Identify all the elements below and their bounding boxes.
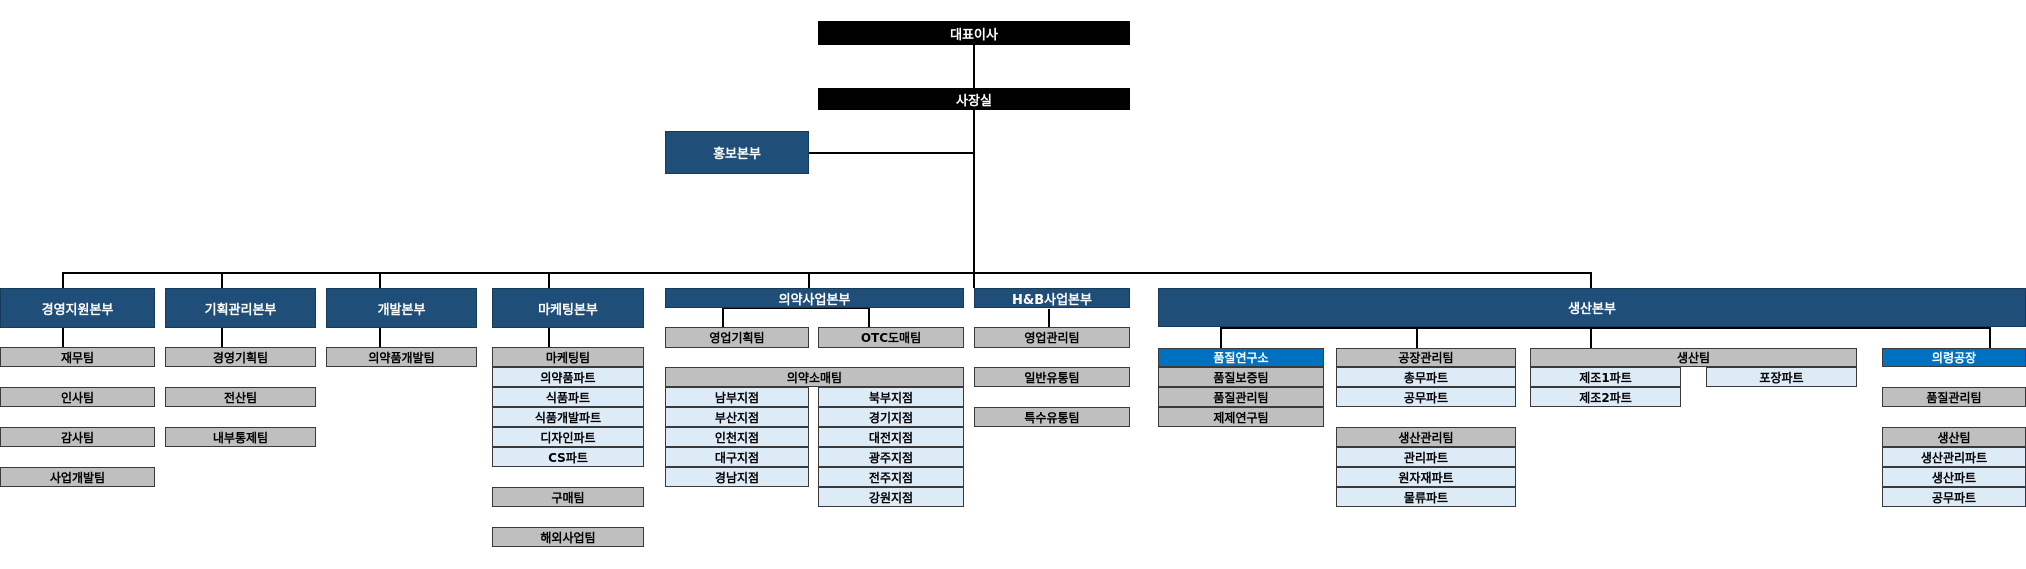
team-box: 내부통제팀 <box>165 427 316 447</box>
part-box: 공무파트 <box>1336 387 1516 407</box>
connector-line <box>973 45 975 88</box>
team-box: 감사팀 <box>0 427 155 447</box>
connector-line <box>722 307 870 309</box>
team-box: 생산팀 <box>1530 348 1857 367</box>
team-box: 재무팀 <box>0 347 155 367</box>
team-box: 해외사업팀 <box>492 527 644 547</box>
connector-line <box>973 272 975 288</box>
team-box: 의약품개발팀 <box>326 347 477 367</box>
quality-institute-box: 품질연구소 <box>1158 348 1324 367</box>
part-box: 총무파트 <box>1336 367 1516 387</box>
part-box: 제조1파트 <box>1530 367 1681 387</box>
branch-box: 부산지점 <box>665 407 809 427</box>
presidents-office-box: 사장실 <box>818 88 1130 110</box>
part-box: 생산관리파트 <box>1882 447 2026 467</box>
connector-line <box>379 272 381 288</box>
pr-hq-box: 홍보본부 <box>665 131 809 174</box>
branch-box: 강원지점 <box>818 487 964 507</box>
team-box: 제제연구팀 <box>1158 407 1324 427</box>
part-box: 원자재파트 <box>1336 467 1516 487</box>
part-box: 생산파트 <box>1882 467 2026 487</box>
ceo-box: 대표이사 <box>818 21 1130 45</box>
team-box: 구매팀 <box>492 487 644 507</box>
connector-line <box>808 152 974 154</box>
connector-line <box>1416 327 1418 348</box>
team-box: 생산팀 <box>1882 427 2026 447</box>
part-box: 식품파트 <box>492 387 644 407</box>
plant-box: 의령공장 <box>1882 348 2026 367</box>
hq-planning-management: 기획관리본부 <box>165 288 316 328</box>
hq-marketing: 마케팅본부 <box>492 288 644 328</box>
team-box: 품질관리팀 <box>1158 387 1324 407</box>
connector-line <box>1048 309 1050 328</box>
part-box: 제조2파트 <box>1530 387 1681 407</box>
connector-line <box>1989 327 1991 348</box>
connector-line <box>868 307 870 328</box>
team-box: 생산관리팀 <box>1336 427 1516 447</box>
team-box: OTC도매팀 <box>818 327 964 348</box>
part-box: 관리파트 <box>1336 447 1516 467</box>
team-box: 영업관리팀 <box>974 327 1130 348</box>
team-box: 마케팅팀 <box>492 347 644 367</box>
team-box: 사업개발팀 <box>0 467 155 487</box>
branch-box: 대전지점 <box>818 427 964 447</box>
team-box: 전산팀 <box>165 387 316 407</box>
branch-box: 남부지점 <box>665 387 809 407</box>
hq-hb-business: H&B사업본부 <box>974 288 1130 308</box>
connector-line <box>62 272 1592 274</box>
team-box: 경영기획팀 <box>165 347 316 367</box>
connector-line <box>1590 327 1592 348</box>
connector-line <box>221 327 223 347</box>
connector-line <box>548 327 550 347</box>
part-box: 포장파트 <box>1706 367 1857 387</box>
branch-box: 광주지점 <box>818 447 964 467</box>
connector-line <box>548 272 550 288</box>
hq-pharma-business: 의약사업본부 <box>665 288 964 308</box>
connector-line <box>379 327 381 347</box>
team-box: 품질보증팀 <box>1158 367 1324 387</box>
team-box: 품질관리팀 <box>1882 387 2026 407</box>
connector-line <box>221 272 223 288</box>
hq-production: 생산본부 <box>1158 288 2026 327</box>
connector-line <box>973 109 975 273</box>
part-box: 의약품파트 <box>492 367 644 387</box>
connector-line <box>1220 327 1222 348</box>
team-box: 인사팀 <box>0 387 155 407</box>
branch-box: 경기지점 <box>818 407 964 427</box>
team-box: 공장관리팀 <box>1336 348 1516 367</box>
connector-line <box>1590 272 1592 288</box>
branch-box: 인천지점 <box>665 427 809 447</box>
connector-line <box>1220 327 1991 329</box>
part-box: 공무파트 <box>1882 487 2026 507</box>
part-box: 디자인파트 <box>492 427 644 447</box>
connector-line <box>62 327 64 347</box>
branch-box: 전주지점 <box>818 467 964 487</box>
team-box: 의약소매팀 <box>665 367 964 387</box>
connector-line <box>62 272 64 288</box>
part-box: CS파트 <box>492 447 644 467</box>
hq-management-support: 경영지원본부 <box>0 288 155 328</box>
connector-line <box>722 307 724 328</box>
branch-box: 대구지점 <box>665 447 809 467</box>
part-box: 물류파트 <box>1336 487 1516 507</box>
part-box: 식품개발파트 <box>492 407 644 427</box>
team-box: 특수유통팀 <box>974 407 1130 427</box>
team-box: 일반유통팀 <box>974 367 1130 387</box>
branch-box: 경남지점 <box>665 467 809 487</box>
connector-line <box>808 272 810 288</box>
team-box: 영업기획팀 <box>665 327 809 348</box>
hq-development: 개발본부 <box>326 288 477 328</box>
branch-box: 북부지점 <box>818 387 964 407</box>
